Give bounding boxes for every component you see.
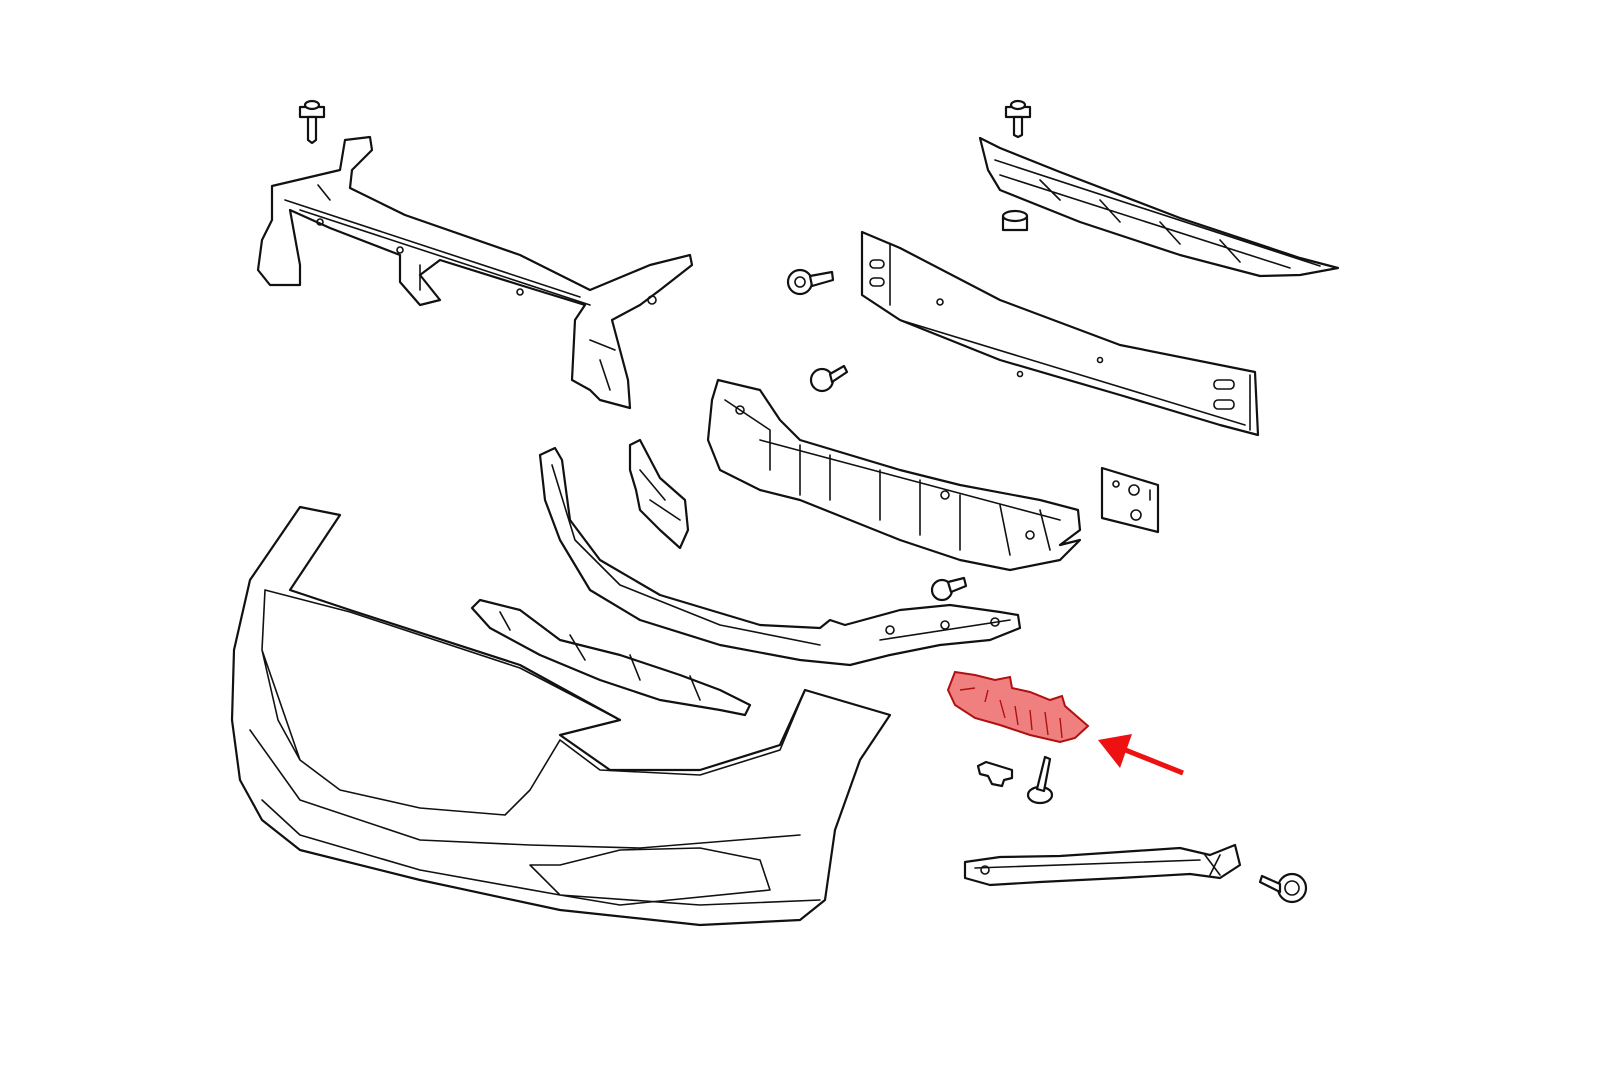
- screw-icon: [809, 364, 849, 393]
- screw-icon: [298, 99, 326, 145]
- lower-bracket: [963, 843, 1242, 887]
- push-pin-clip-icon: [1026, 755, 1054, 805]
- upper-tie-bar: [256, 135, 694, 410]
- screw-icon: [1258, 872, 1308, 904]
- nut-clip-icon: [976, 760, 1014, 788]
- grille-support: [470, 598, 752, 717]
- energy-absorber: [706, 378, 1082, 572]
- upper-trim-panel: [978, 136, 1340, 278]
- highlighted-bumper-bracket: [946, 670, 1090, 744]
- lower-support-bar: [538, 446, 1022, 667]
- mounting-plate: [1100, 466, 1160, 534]
- side-bracket: [628, 438, 690, 550]
- screw-icon: [930, 576, 968, 602]
- screw-icon: [786, 268, 835, 296]
- screw-icon: [1004, 99, 1032, 139]
- bumper-reinforcement-beam: [860, 230, 1260, 437]
- front-bumper-fascia: [230, 505, 892, 927]
- cap-icon: [1001, 209, 1029, 232]
- red-arrow-indicator: [1098, 734, 1184, 776]
